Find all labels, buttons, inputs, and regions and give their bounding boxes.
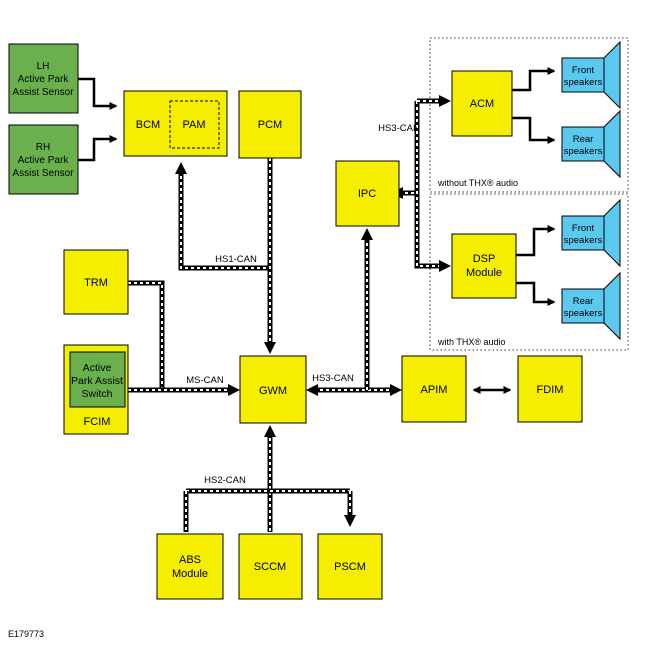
pam-label: PAM: [182, 119, 205, 131]
bcm-label: BCM: [136, 119, 160, 131]
bus-arrowheads: [175, 95, 451, 527]
trm-module: TRM: [63, 249, 129, 315]
ipc-module: IPC: [335, 160, 400, 227]
pam-submodule: [169, 100, 220, 149]
svg-text:IPC: IPC: [358, 188, 376, 200]
figure-id: E179773: [8, 629, 44, 639]
svg-text:APIM: APIM: [421, 384, 448, 396]
hs3-can-top-label: HS3-CAN: [378, 123, 420, 134]
svg-text:ACM: ACM: [470, 98, 494, 110]
fcim-label: FCIM: [84, 416, 111, 428]
sccm-module: SCCM: [238, 533, 303, 600]
svg-text:TRM: TRM: [84, 277, 108, 289]
acm-module: ACM: [451, 70, 513, 137]
svg-text:GWM: GWM: [259, 385, 287, 397]
hs2-can-label: HS2-CAN: [204, 475, 246, 486]
svg-text:FDIM: FDIM: [537, 384, 564, 396]
svg-text:PSCM: PSCM: [334, 561, 366, 573]
bcm-module: BCM PAM: [123, 90, 228, 157]
pcm-module: PCM: [238, 90, 302, 159]
park-assist-switch: [69, 351, 126, 408]
apim-module: APIM: [401, 355, 467, 423]
without-thx-label: without THX® audio: [437, 178, 518, 188]
svg-text:PCM: PCM: [258, 119, 282, 131]
hs1-can-label: HS1-CAN: [215, 254, 257, 265]
hs3-can-bottom-label: HS3-CAN: [312, 373, 354, 384]
fdim-module: FDIM: [517, 355, 583, 423]
with-thx-group: [429, 193, 629, 351]
svg-text:SCCM: SCCM: [254, 561, 286, 573]
can-bus-lines: [128, 98, 442, 532]
ms-can-label: MS-CAN: [186, 375, 224, 386]
direct-connections: [78, 67, 556, 394]
pscm-module: PSCM: [317, 533, 383, 600]
with-thx-label: with THX® audio: [437, 337, 506, 347]
gwm-module: GWM: [239, 355, 307, 424]
